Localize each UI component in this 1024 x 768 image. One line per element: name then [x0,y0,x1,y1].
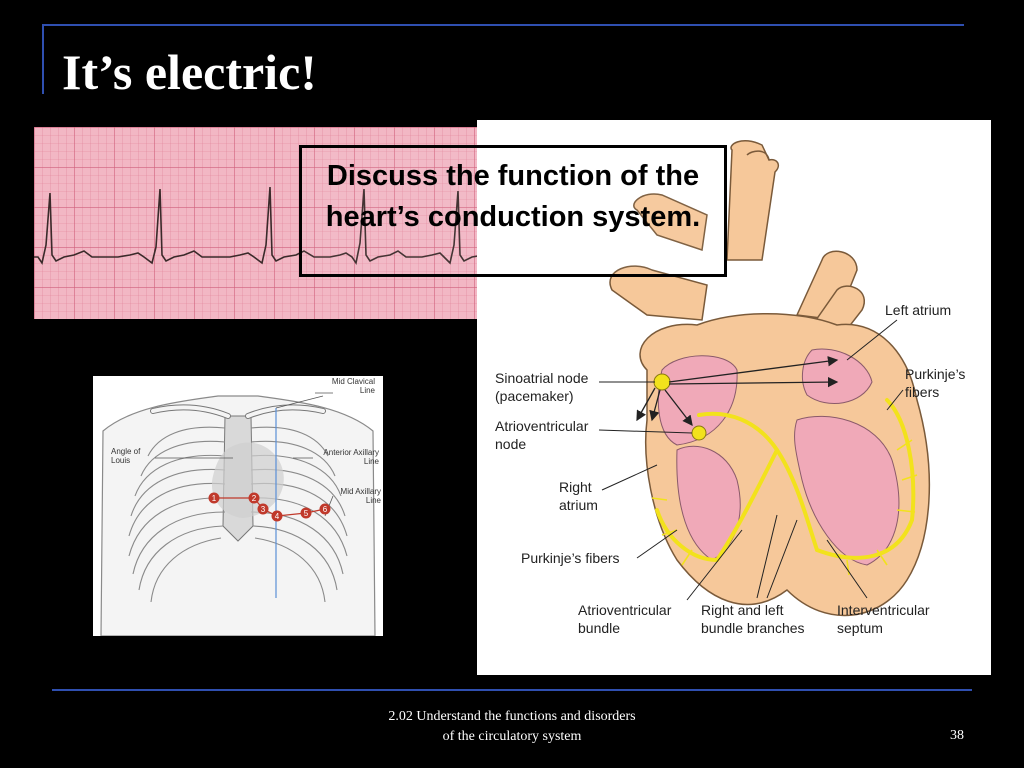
ecg-strip-image [34,127,512,319]
footer-line-2: of the circulatory system [442,729,582,744]
footer-rule [52,689,972,691]
label-right-atrium-2: atrium [559,497,598,513]
electrode-6: 6 [319,503,331,515]
label-right-atrium-1: Right [559,479,592,495]
purkinje-fibers [651,439,918,576]
label-purkinje-right-2: fibers [905,384,939,400]
label-sa-node-1: Sinoatrial node [495,370,589,386]
electrode-5: 5 [300,507,312,519]
page-number: 38 [950,728,964,743]
ribs-left [128,426,226,603]
label-purkinje-left: Purkinje’s fibers [521,550,620,566]
discussion-callout-box: Discuss the function of the heart’s cond… [299,145,727,277]
electrode-3: 3 [257,503,269,515]
label-purkinje-right-1: Purkinje’s [905,366,965,382]
electrode-4: 4 [271,510,283,522]
label-mid-clavicular-2: Line [360,386,376,395]
electrode-2: 2 [248,492,260,504]
heart-chambers [657,348,900,566]
av-node [691,425,707,441]
label-mid-clavicular-1: Mid Clavical [332,377,375,386]
label-bundle-branches-2: bundle branches [701,620,805,636]
label-anterior-axillary-2: Line [364,457,380,466]
title-rule-left [42,24,44,94]
conduction-pathways [655,398,916,562]
svg-text:5: 5 [304,509,309,518]
electrode-1: 1 [208,492,220,504]
label-septum-2: septum [837,620,883,636]
label-sa-node-2: (pacemaker) [495,388,574,404]
chest-electrode-diagram: 1 2 3 4 5 6 Mid Clavical Line Angle of L… [93,376,383,636]
svg-text:3: 3 [261,505,266,514]
svg-text:1: 1 [212,494,217,503]
title-rule-top [42,24,964,26]
label-av-bundle-1: Atrioventricular [578,602,672,618]
footer-line-1: 2.02 Understand the functions and disord… [388,709,636,724]
label-mid-axillary-2: Line [366,496,382,505]
footer-text: 2.02 Understand the functions and disord… [340,707,684,747]
label-leaders [598,319,904,601]
label-bundle-branches-1: Right and left [701,602,784,618]
label-angle-of-louis-2: Louis [111,456,130,465]
label-av-node-2: node [495,436,526,452]
svg-text:2: 2 [252,494,257,503]
label-anterior-axillary-1: Anterior Axillary [323,448,379,457]
heart-conduction-diagram: Left atrium Sinoatrial node (pacemaker) … [477,120,991,675]
svg-text:6: 6 [323,505,328,514]
label-left-atrium: Left atrium [885,302,951,318]
svg-text:4: 4 [275,512,280,521]
label-mid-axillary-1: Mid Axillary [341,487,381,496]
discussion-prompt: Discuss the function of the heart’s cond… [325,160,701,233]
sa-node [653,373,671,391]
ecg-trace [34,186,512,266]
label-septum-1: Interventricular [837,602,930,618]
label-av-node-1: Atrioventricular [495,418,589,434]
label-angle-of-louis-1: Angle of [111,447,141,456]
heart-silhouette [211,442,284,518]
slide-title: It’s electric! [62,44,317,100]
label-av-bundle-2: bundle [578,620,620,636]
